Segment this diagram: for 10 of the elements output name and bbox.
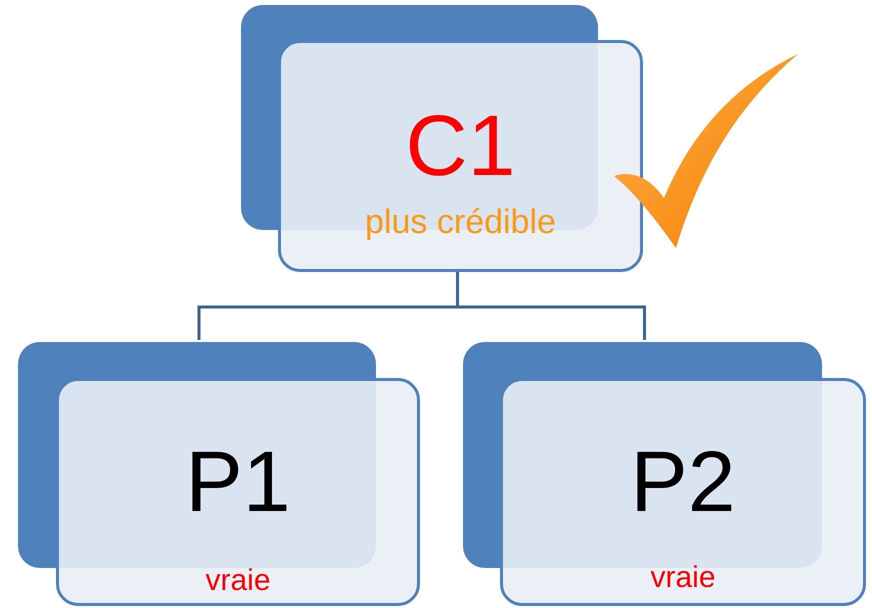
node-title: P1 [185, 439, 291, 525]
node-subtitle: vraie [650, 563, 716, 593]
card-stack [463, 340, 866, 606]
card-stack [241, 5, 643, 272]
card-stack [18, 340, 420, 606]
node-title: C1 [406, 103, 516, 189]
node-subtitle: plus crédible [365, 205, 556, 239]
node-title: P2 [630, 439, 736, 525]
connector-line [456, 272, 646, 340]
node-subtitle: vraie [205, 566, 271, 596]
